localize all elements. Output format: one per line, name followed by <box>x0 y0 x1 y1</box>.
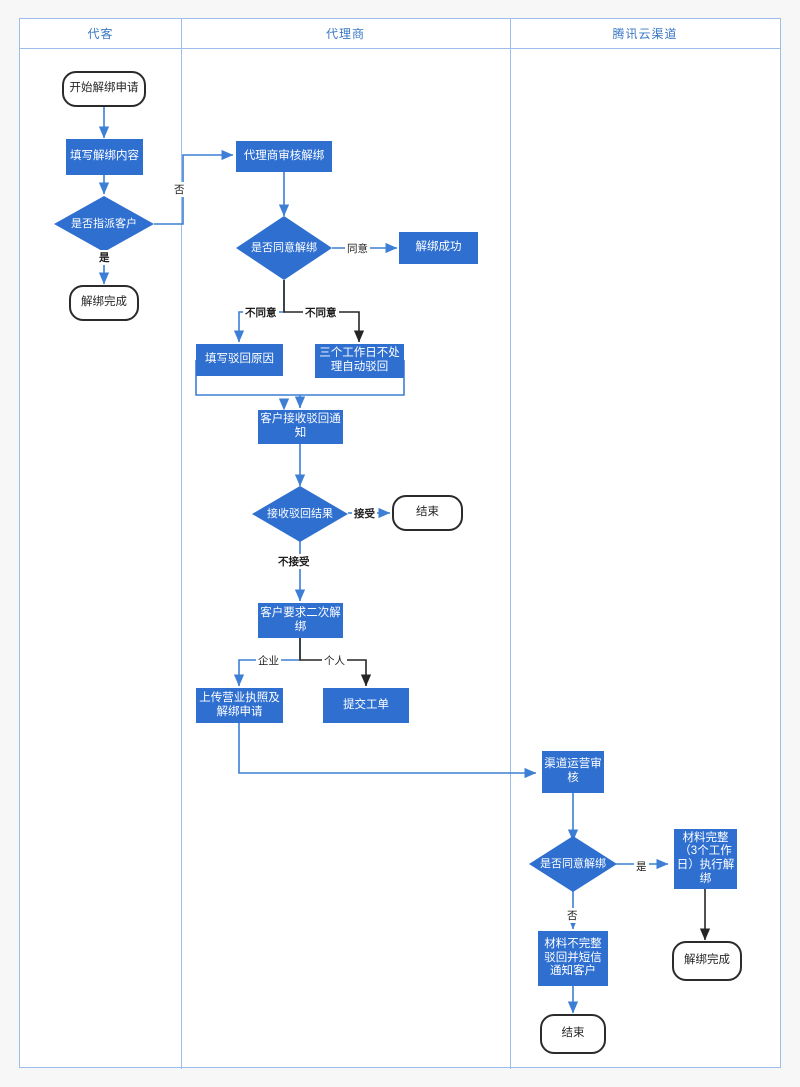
node-submit-ticket-label: 提交工单 <box>343 698 389 711</box>
edge-label-not-accept: 不接受 <box>276 554 312 569</box>
edge-label-no-assign-text: 否 <box>174 184 185 196</box>
node-end-2[interactable]: 结束 <box>540 1014 606 1054</box>
node-unbind-done-2[interactable]: 解绑完成 <box>672 941 742 981</box>
edge-label-agree: 同意 <box>345 241 370 256</box>
edge-label-yes-2-text: 是 <box>636 861 647 873</box>
node-agree-unbind-decision[interactable]: 是否同意解绑 <box>236 216 332 280</box>
edge-label-enterprise: 企业 <box>256 653 281 668</box>
node-unbind-success[interactable]: 解绑成功 <box>399 232 478 264</box>
node-end-1[interactable]: 结束 <box>392 495 463 531</box>
node-fill-reject-label: 填写驳回原因 <box>205 353 274 366</box>
node-channel-review[interactable]: 渠道运营审核 <box>542 751 604 793</box>
edge-label-yes-assign-text: 是 <box>99 252 110 264</box>
node-agree-unbind-label: 是否同意解绑 <box>251 241 317 254</box>
node-unbind-done-1[interactable]: 解绑完成 <box>69 285 139 321</box>
edge-label-no-2: 否 <box>565 908 580 923</box>
node-incomplete-sms-label: 材料不完整驳回并短信通知客户 <box>544 938 602 978</box>
edge-label-no-assign: 否 <box>172 182 187 197</box>
node-start-label: 开始解绑申请 <box>69 82 139 95</box>
node-agree-unbind-2-label: 是否同意解绑 <box>540 857 606 870</box>
node-upload-license[interactable]: 上传营业执照及解绑申请 <box>196 688 283 723</box>
node-complete-exec[interactable]: 材料完整（3个工作日）执行解绑 <box>674 829 737 889</box>
node-fill-reject[interactable]: 填写驳回原因 <box>196 344 283 376</box>
edge-label-disagree-a-text: 不同意 <box>245 307 277 319</box>
lane-divider-1 <box>181 19 182 1069</box>
lane-header-tencent: 腾讯云渠道 <box>510 19 780 49</box>
node-fill-content-label: 填写解绑内容 <box>70 150 139 163</box>
node-end-2-label: 结束 <box>561 1027 585 1040</box>
node-end-1-label: 结束 <box>416 506 439 519</box>
lane-header-customer-label: 代客 <box>87 27 114 41</box>
edge-label-individual-text: 个人 <box>324 655 345 667</box>
lane-header-customer: 代客 <box>20 19 181 49</box>
lane-divider-2 <box>510 19 511 1069</box>
node-unbind-done-2-label: 解绑完成 <box>684 954 730 967</box>
node-second-unbind-label: 客户要求二次解绑 <box>260 606 341 633</box>
node-unbind-success-label: 解绑成功 <box>415 241 462 254</box>
node-auto-reject[interactable]: 三个工作日不处理自动驳回 <box>315 344 404 378</box>
node-start[interactable]: 开始解绑申请 <box>62 71 146 107</box>
node-complete-exec-label: 材料完整（3个工作日）执行解绑 <box>676 831 735 885</box>
node-recv-result-decision[interactable]: 接收驳回结果 <box>252 486 348 542</box>
node-upload-license-label: 上传营业执照及解绑申请 <box>199 691 280 718</box>
edge-label-disagree-b: 不同意 <box>303 305 339 320</box>
node-fill-content[interactable]: 填写解绑内容 <box>66 139 143 175</box>
node-channel-review-label: 渠道运营审核 <box>544 758 602 784</box>
node-incomplete-sms[interactable]: 材料不完整驳回并短信通知客户 <box>538 931 608 986</box>
edge-label-disagree-a: 不同意 <box>243 305 279 320</box>
node-agent-review[interactable]: 代理商审核解绑 <box>236 141 332 172</box>
edge-label-accept: 接受 <box>352 506 377 521</box>
node-second-unbind[interactable]: 客户要求二次解绑 <box>258 603 343 638</box>
edge-label-no-2-text: 否 <box>567 910 578 922</box>
edge-label-yes-2: 是 <box>634 859 649 874</box>
edge-label-accept-text: 接受 <box>354 508 375 520</box>
node-agree-unbind-2-decision[interactable]: 是否同意解绑 <box>529 836 617 892</box>
node-assigned-decision[interactable]: 是否指派客户 <box>54 196 154 252</box>
edge-label-disagree-b-text: 不同意 <box>305 307 337 319</box>
edge-label-yes-assign: 是 <box>97 250 112 265</box>
node-recv-notice[interactable]: 客户接收驳回通知 <box>258 410 343 444</box>
edge-label-enterprise-text: 企业 <box>258 655 279 667</box>
edge-label-not-accept-text: 不接受 <box>278 556 310 568</box>
node-unbind-done-1-label: 解绑完成 <box>81 296 127 309</box>
node-assigned-label: 是否指派客户 <box>71 217 137 230</box>
node-agent-review-label: 代理商审核解绑 <box>243 149 325 162</box>
node-recv-result-label: 接收驳回结果 <box>267 507 333 520</box>
lane-header-agent-label: 代理商 <box>325 27 365 41</box>
swimlane-container: 代客 代理商 腾讯云渠道 <box>19 18 781 1069</box>
edge-label-agree-text: 同意 <box>347 243 368 255</box>
lane-header-tencent-label: 腾讯云渠道 <box>612 27 678 41</box>
node-submit-ticket[interactable]: 提交工单 <box>323 688 409 723</box>
node-recv-notice-label: 客户接收驳回通知 <box>260 413 341 439</box>
lane-header-agent: 代理商 <box>181 19 510 49</box>
node-auto-reject-label: 三个工作日不处理自动驳回 <box>319 347 400 373</box>
edge-label-individual: 个人 <box>322 653 347 668</box>
